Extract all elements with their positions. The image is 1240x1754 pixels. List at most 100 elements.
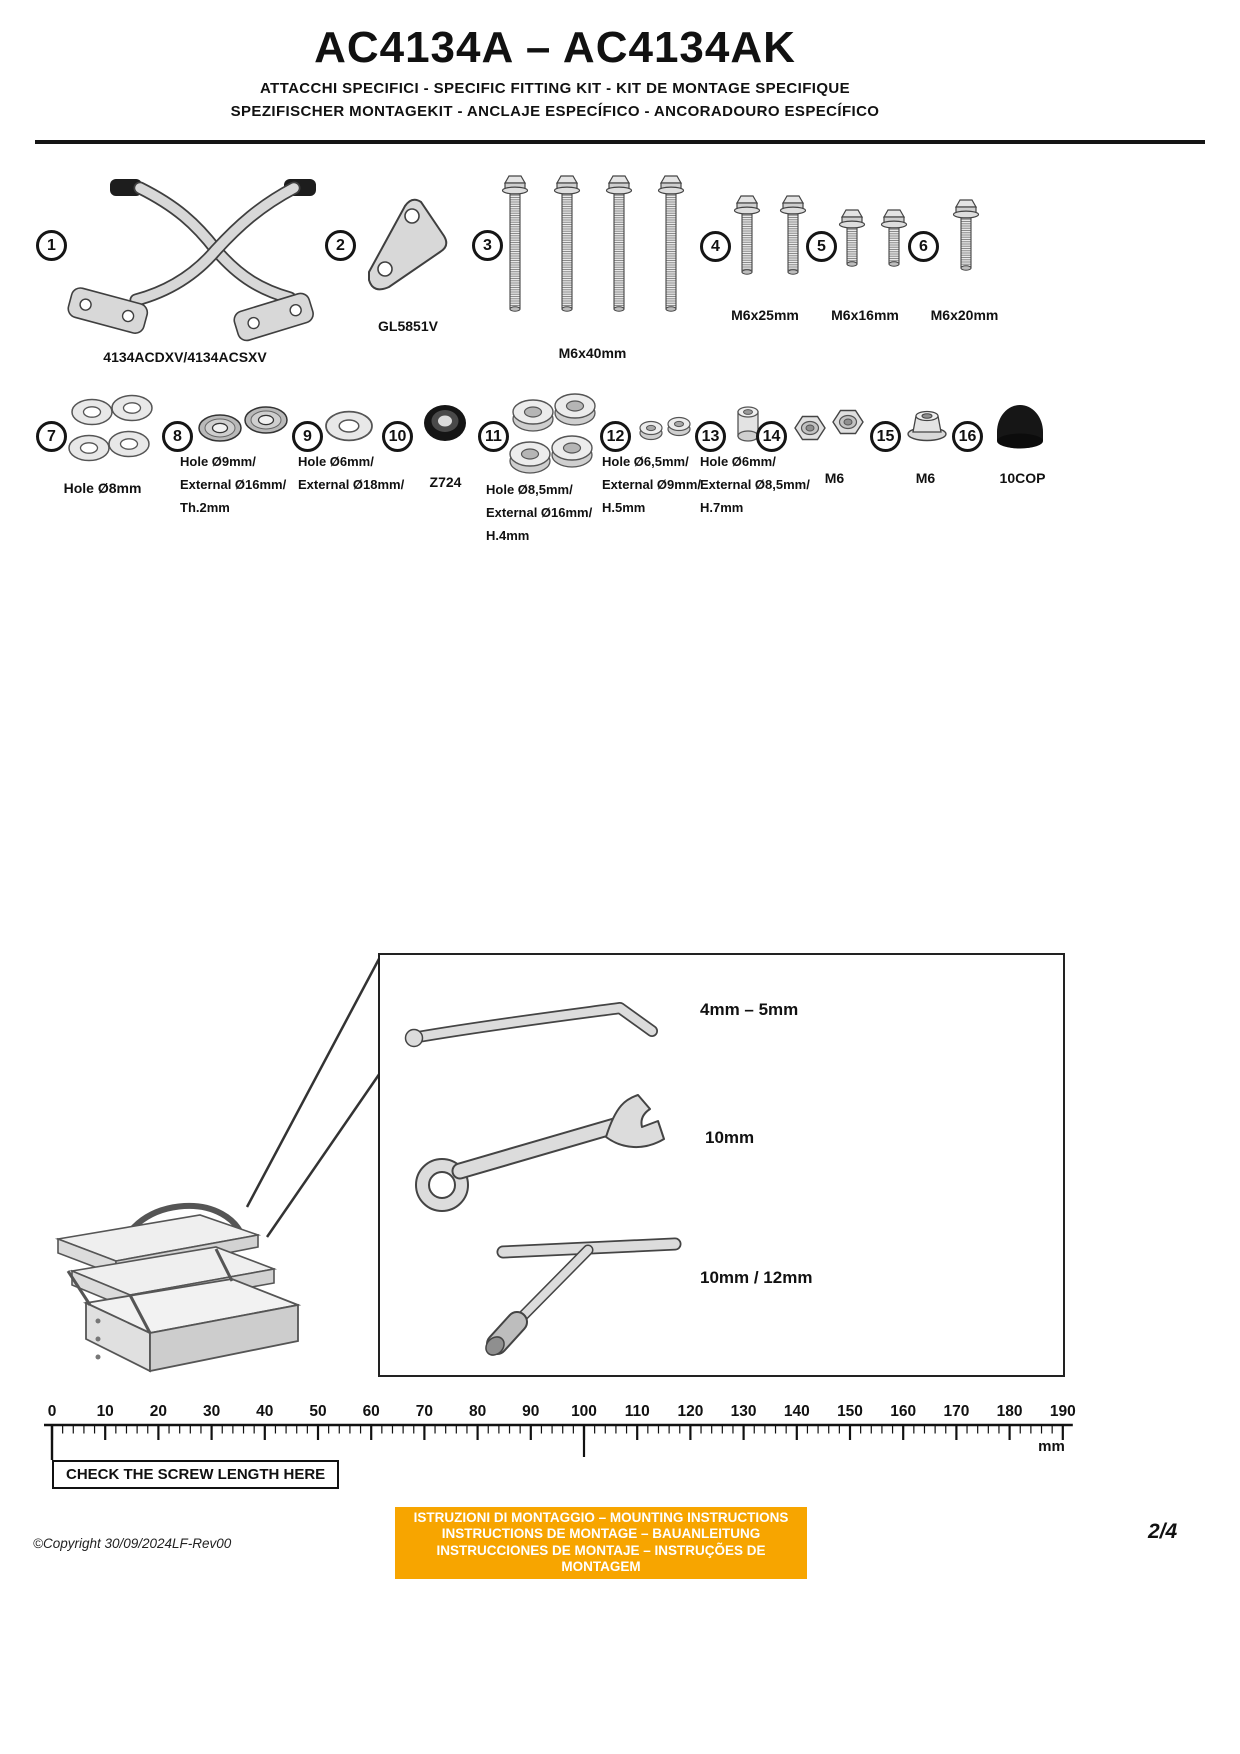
part-7-washers-illustration [68,394,153,462]
part-2-bracket-illustration [368,198,448,291]
part-2-label: GL5851V [378,318,438,334]
part-2-number: 2 [336,236,345,254]
part-4-number: 4 [711,237,720,255]
part-13-spacer-illustration [737,406,759,442]
part-12-label: Hole Ø6,5mm/ External Ø9mm/ H.5mm [602,450,701,519]
svg-text:70: 70 [416,1403,433,1420]
svg-text:10: 10 [97,1403,114,1420]
part-6-number: 6 [919,237,928,255]
footer-instructions-banner: ISTRUZIONI DI MONTAGGIO – MOUNTING INSTR… [395,1507,807,1579]
part-5-label: M6x16mm [831,307,899,323]
part-11-spacers-illustration [509,393,596,474]
part-8-label-line-3: Th.2mm [180,500,230,515]
svg-text:0: 0 [48,1403,57,1420]
part-8-number: 8 [173,427,182,445]
svg-text:50: 50 [309,1403,326,1420]
toolbox-illustration [54,1202,302,1373]
part-8-label: Hole Ø9mm/ External Ø16mm/ Th.2mm [180,450,286,519]
t-handle-size-label: 10mm / 12mm [700,1268,813,1287]
part-10-number: 10 [388,427,407,445]
part-14-number-badge: 14 [756,421,787,452]
part-10-number-badge: 10 [382,421,413,452]
part-11-number: 11 [485,427,502,445]
part-8-label-line-2: External Ø16mm/ [180,477,287,492]
page-title: AC4134A – AC4134AK [314,23,796,72]
part-15-label: M6 [915,470,936,486]
wrench-icon [415,1094,665,1212]
part-9-label: Hole Ø6mm/ External Ø18mm/ [298,450,404,496]
svg-text:mm: mm [1038,1438,1065,1455]
part-1-number: 1 [47,236,56,254]
part-9-label-line-1: Hole Ø6mm/ [298,454,374,469]
part-13-label-line-3: H.7mm [700,500,744,515]
part-13-label-line-2: External Ø8,5mm/ [700,477,810,492]
part-8-label-line-1: Hole Ø9mm/ [180,454,256,469]
part-12-label-line-1: Hole Ø6,5mm/ [602,454,689,469]
part-16-number: 16 [958,427,977,445]
part-6-number-badge: 6 [908,231,939,262]
part-6-label: M6x20mm [930,307,999,323]
svg-text:80: 80 [469,1403,486,1420]
svg-text:190: 190 [1050,1403,1076,1420]
part-12-number: 12 [606,427,625,445]
svg-text:120: 120 [677,1403,703,1420]
part-5-bolts-illustration [838,209,908,267]
part-13-label: Hole Ø6mm/ External Ø8,5mm/ H.7mm [700,450,810,519]
part-9-washer-illustration [325,410,373,442]
svg-text:150: 150 [837,1403,863,1420]
part-15-number: 15 [876,427,895,445]
footer-line-fr-de: INSTRUCTIONS DE MONTAGE – BAUANLEITUNG [441,1526,761,1542]
part-11-label-line-3: H.4mm [486,528,530,543]
part-11-number-badge: 11 [478,421,509,452]
part-12-label-line-3: H.5mm [602,500,646,515]
header: AC4134A – AC4134AK ATTACCHI SPECIFICI - … [35,22,1075,120]
svg-text:140: 140 [784,1403,810,1420]
svg-text:20: 20 [150,1403,167,1420]
part-3-bolts-illustration [501,175,685,312]
part-8-washers-illustration [198,406,288,442]
part-4-bolts-illustration [733,195,807,275]
allen-key-icon [404,1002,658,1048]
part-13-number: 13 [701,427,720,445]
part-12-number-badge: 12 [600,421,631,452]
part-13-number-badge: 13 [695,421,726,452]
part-11-label: Hole Ø8,5mm/ External Ø16mm/ H.4mm [486,478,592,547]
header-divider [35,140,1205,144]
callout-lines [245,956,382,1238]
part-9-number: 9 [303,427,312,445]
part-9-number-badge: 9 [292,421,323,452]
part-7-number-badge: 7 [36,421,67,452]
part-11-label-line-1: Hole Ø8,5mm/ [486,482,573,497]
t-handle-wrench-icon [485,1237,682,1356]
part-16-number-badge: 16 [952,421,983,452]
page-number: 2/4 [1148,1520,1178,1543]
part-1-number-badge: 1 [36,230,67,261]
svg-text:30: 30 [203,1403,220,1420]
part-3-number: 3 [483,236,492,254]
svg-text:160: 160 [890,1403,916,1420]
subtitle-line-2: SPEZIFISCHER MONTAGEKIT - ANCLAJE ESPECÍ… [230,103,880,120]
part-10-label: Z724 [429,474,462,490]
svg-text:110: 110 [625,1403,650,1420]
part-10-grommet-illustration [424,405,466,441]
part-11-label-line-2: External Ø16mm/ [486,505,593,520]
part-14-nuts-illustration [794,409,864,441]
subtitle-line-1: ATTACCHI SPECIFICI - SPECIFIC FITTING KI… [259,80,851,97]
part-12-spacers-illustration [639,416,691,441]
wrench-size-label: 10mm [705,1128,755,1147]
part-4-number-badge: 4 [700,231,731,262]
part-15-number-badge: 15 [870,421,901,452]
svg-text:60: 60 [363,1403,380,1420]
part-5-number: 5 [817,237,826,255]
allen-key-size-label: 4mm – 5mm [700,1000,799,1019]
part-9-label-line-2: External Ø18mm/ [298,477,405,492]
part-3-number-badge: 3 [472,230,503,261]
svg-text:170: 170 [943,1403,969,1420]
footer-line-it-en: ISTRUZIONI DI MONTAGGIO – MOUNTING INSTR… [413,1510,789,1525]
part-14-label: M6 [824,470,845,486]
svg-text:100: 100 [571,1403,597,1420]
part-3-label: M6x40mm [558,345,627,361]
part-7-number: 7 [47,427,56,445]
part-15-nut-illustration [907,410,947,442]
